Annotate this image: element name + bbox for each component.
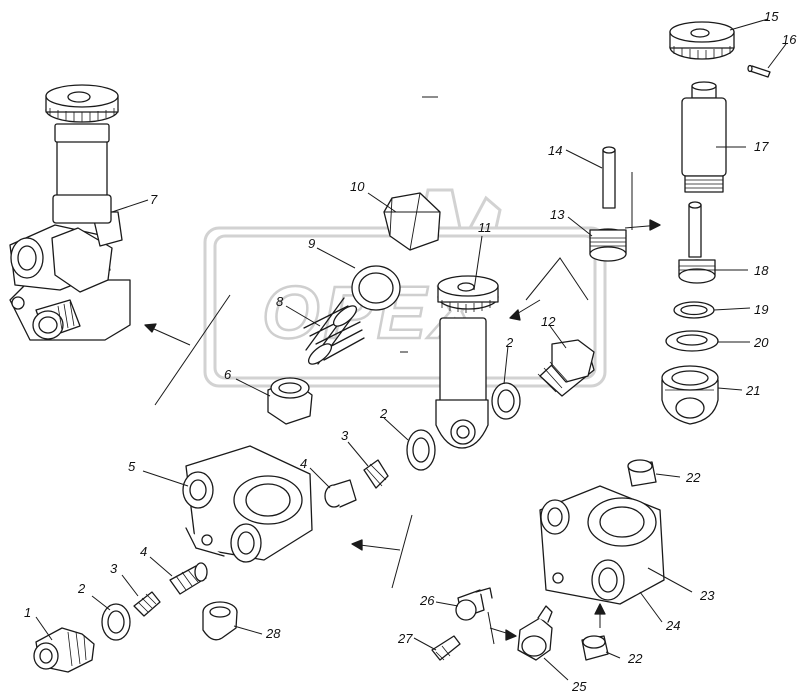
callout-4-middle: 4 (300, 456, 307, 471)
callout-4-lower: 4 (140, 544, 147, 559)
callout-23: 23 (699, 588, 715, 603)
callout-17: 17 (754, 139, 769, 154)
callout-3-middle: 3 (341, 428, 349, 443)
callout-22-lower: 22 (627, 651, 643, 666)
callout-9: 9 (308, 236, 315, 251)
middle-parts (267, 146, 627, 449)
callout-21: 21 (745, 383, 760, 398)
callout-labels: 1 2 3 4 5 6 7 8 9 10 11 12 13 14 15 16 1… (24, 9, 797, 694)
callout-2-middle: 2 (379, 406, 388, 421)
callout-2-upper: 2 (505, 335, 514, 350)
callout-19: 19 (754, 302, 768, 317)
callout-16: 16 (782, 32, 797, 47)
callout-6: 6 (224, 367, 232, 382)
callout-15: 15 (764, 9, 779, 24)
pump-assembly-right (661, 21, 771, 425)
callout-20: 20 (753, 335, 769, 350)
callout-26: 26 (419, 593, 435, 608)
callout-1: 1 (24, 605, 31, 620)
callout-5: 5 (128, 459, 136, 474)
lower-left-parts (33, 429, 436, 673)
callout-14: 14 (548, 143, 562, 158)
callout-11: 11 (478, 220, 492, 235)
callout-18: 18 (754, 263, 769, 278)
flow-arrows (144, 96, 661, 645)
callout-27: 27 (397, 631, 413, 646)
callout-10: 10 (350, 179, 365, 194)
callout-3-lower: 3 (110, 561, 118, 576)
callout-8: 8 (276, 294, 284, 309)
callout-24: 24 (665, 618, 680, 633)
leader-lines (35, 18, 787, 681)
callout-7: 7 (150, 192, 158, 207)
callout-22-upper: 22 (685, 470, 701, 485)
callout-28: 28 (265, 626, 281, 641)
callout-12: 12 (541, 314, 556, 329)
lower-right-parts (431, 459, 665, 661)
callout-2-lower: 2 (77, 581, 86, 596)
callout-13: 13 (550, 207, 565, 222)
pump-assembly-left (9, 84, 131, 341)
callout-25: 25 (571, 679, 587, 694)
